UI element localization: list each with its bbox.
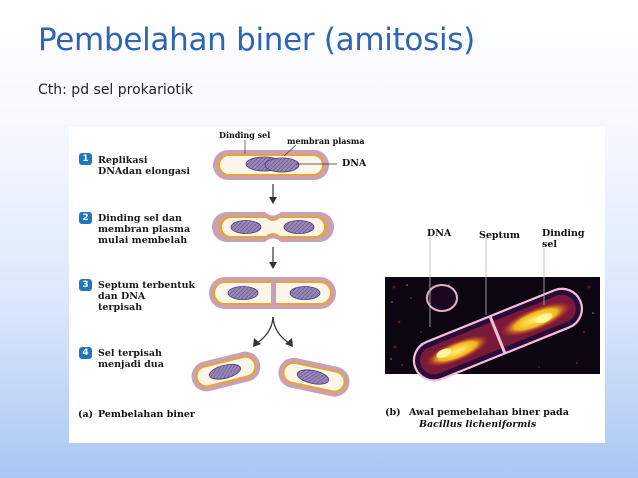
binary-fission-illustration [191,140,600,397]
micrograph-label-septum: Septum [479,230,520,241]
slide-title: Pembelahan biner (amitosis) [38,22,475,58]
label-cell-wall: Dinding sel [219,130,271,140]
figure-panel: Dinding sel membran plasma DNA 1 Replika… [69,127,605,443]
step-3-badge: 3 [79,279,92,291]
caption-a: Pembelahan biner [98,409,195,420]
micrograph-label-dna: DNA [427,228,452,239]
cell-step-1 [213,150,329,180]
arrow-down-1 [269,184,277,204]
micrograph-label-cell-wall: Dinding sel [542,228,585,250]
step-4-badge: 4 [79,347,92,359]
caption-b-letter: (b) [385,407,401,418]
slide-subtitle: Cth: pd sel prokariotik [38,82,193,98]
step-1-text: Replikasi DNAdan elongasi [98,155,190,177]
step-1-badge: 1 [79,153,92,165]
label-plasma-membrane: membran plasma [287,136,365,146]
cell-step-4-right [278,357,350,397]
membrane-pointer [283,144,297,157]
micrograph-image [385,237,600,382]
step-2-text: Dinding sel dan membran plasma mulai mem… [98,213,191,246]
caption-b-line2: Bacillus licheniformis [419,419,537,430]
arrow-split [253,316,293,347]
cell-step-2 [212,212,334,242]
step-2-badge: 2 [79,212,92,224]
cell-step-4-left [191,351,261,392]
step-3-text: Septum terbentuk dan DNA terpisah [98,280,196,313]
cell-step-3 [209,277,336,309]
caption-a-letter: (a) [78,409,94,420]
caption-b-line1: Awal pemebelahan biner pada [409,407,569,418]
step-4-text: Sel terpisah menjadi dua [98,348,164,370]
arrow-down-2 [269,247,277,269]
label-dna: DNA [342,158,367,169]
